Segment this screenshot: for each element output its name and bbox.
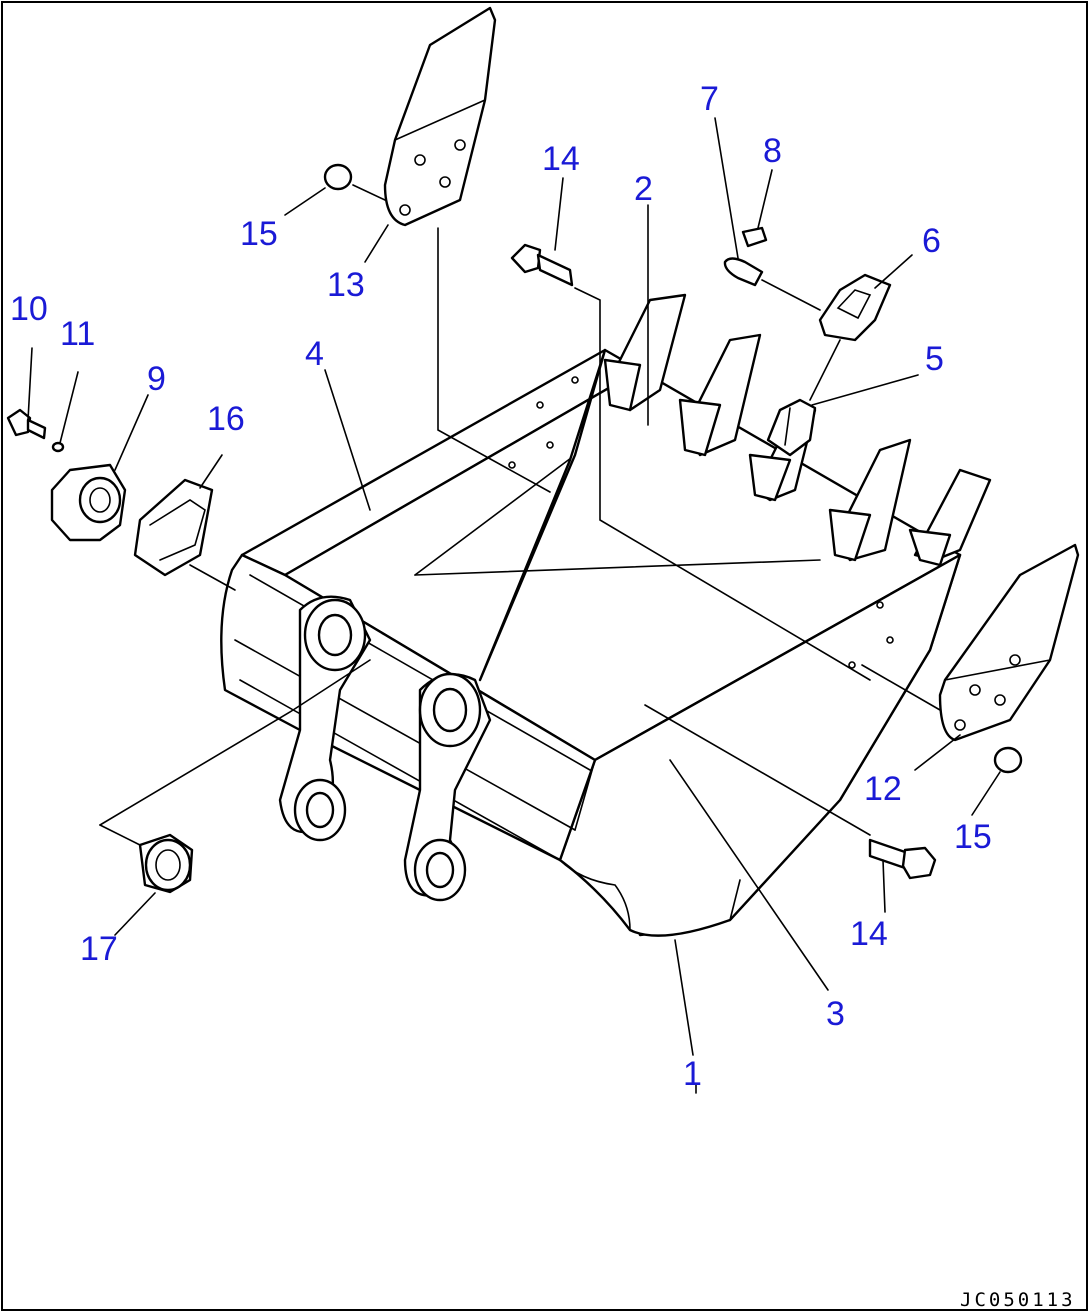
shim-16 (133, 478, 214, 577)
callout-12: 12 (864, 770, 902, 808)
adapter-6 (818, 273, 892, 342)
bucket-body (220, 348, 962, 937)
callout-9: 9 (147, 360, 166, 398)
adapter-5 (766, 398, 817, 457)
side-cutter-right (938, 543, 1080, 742)
callout-8: 8 (763, 132, 782, 170)
callout-14-top: 14 (542, 140, 580, 178)
nut-left (323, 163, 353, 191)
washer-11 (51, 441, 65, 453)
tooth-5 (908, 468, 992, 567)
callout-13: 13 (327, 266, 365, 304)
assembly-lines (99, 184, 941, 846)
tooth-4 (828, 438, 912, 562)
bushing-17 (138, 833, 194, 894)
boss-cap-9 (50, 463, 127, 542)
bolt-top (510, 243, 574, 287)
callout-15-left: 15 (240, 215, 278, 253)
callout-6: 6 (922, 222, 941, 260)
drawing-code: JC050113 (960, 1289, 1076, 1311)
callout-15-right: 15 (954, 818, 992, 856)
callout-16: 16 (207, 400, 245, 438)
callout-7: 7 (700, 80, 719, 118)
bolt-right (868, 838, 937, 880)
side-cutter-left (383, 6, 497, 227)
callout-17: 17 (80, 930, 118, 968)
lock-8 (741, 226, 768, 248)
callout-14-bottom: 14 (850, 915, 888, 953)
callout-4: 4 (305, 335, 324, 373)
callout-11: 11 (60, 315, 95, 353)
tooth-2 (678, 333, 762, 457)
callout-leaders (27, 117, 1001, 1094)
nut-right (993, 746, 1023, 774)
callout-1: 1 (683, 1055, 702, 1093)
bolt-10 (6, 408, 47, 440)
callout-labels: 1 2 3 4 5 6 7 8 9 10 11 12 13 14 14 15 1… (10, 80, 992, 1093)
callout-5: 5 (925, 340, 944, 378)
callout-3: 3 (826, 995, 845, 1033)
callout-2: 2 (634, 170, 653, 208)
pin-7 (723, 257, 764, 287)
callout-10: 10 (10, 290, 48, 328)
